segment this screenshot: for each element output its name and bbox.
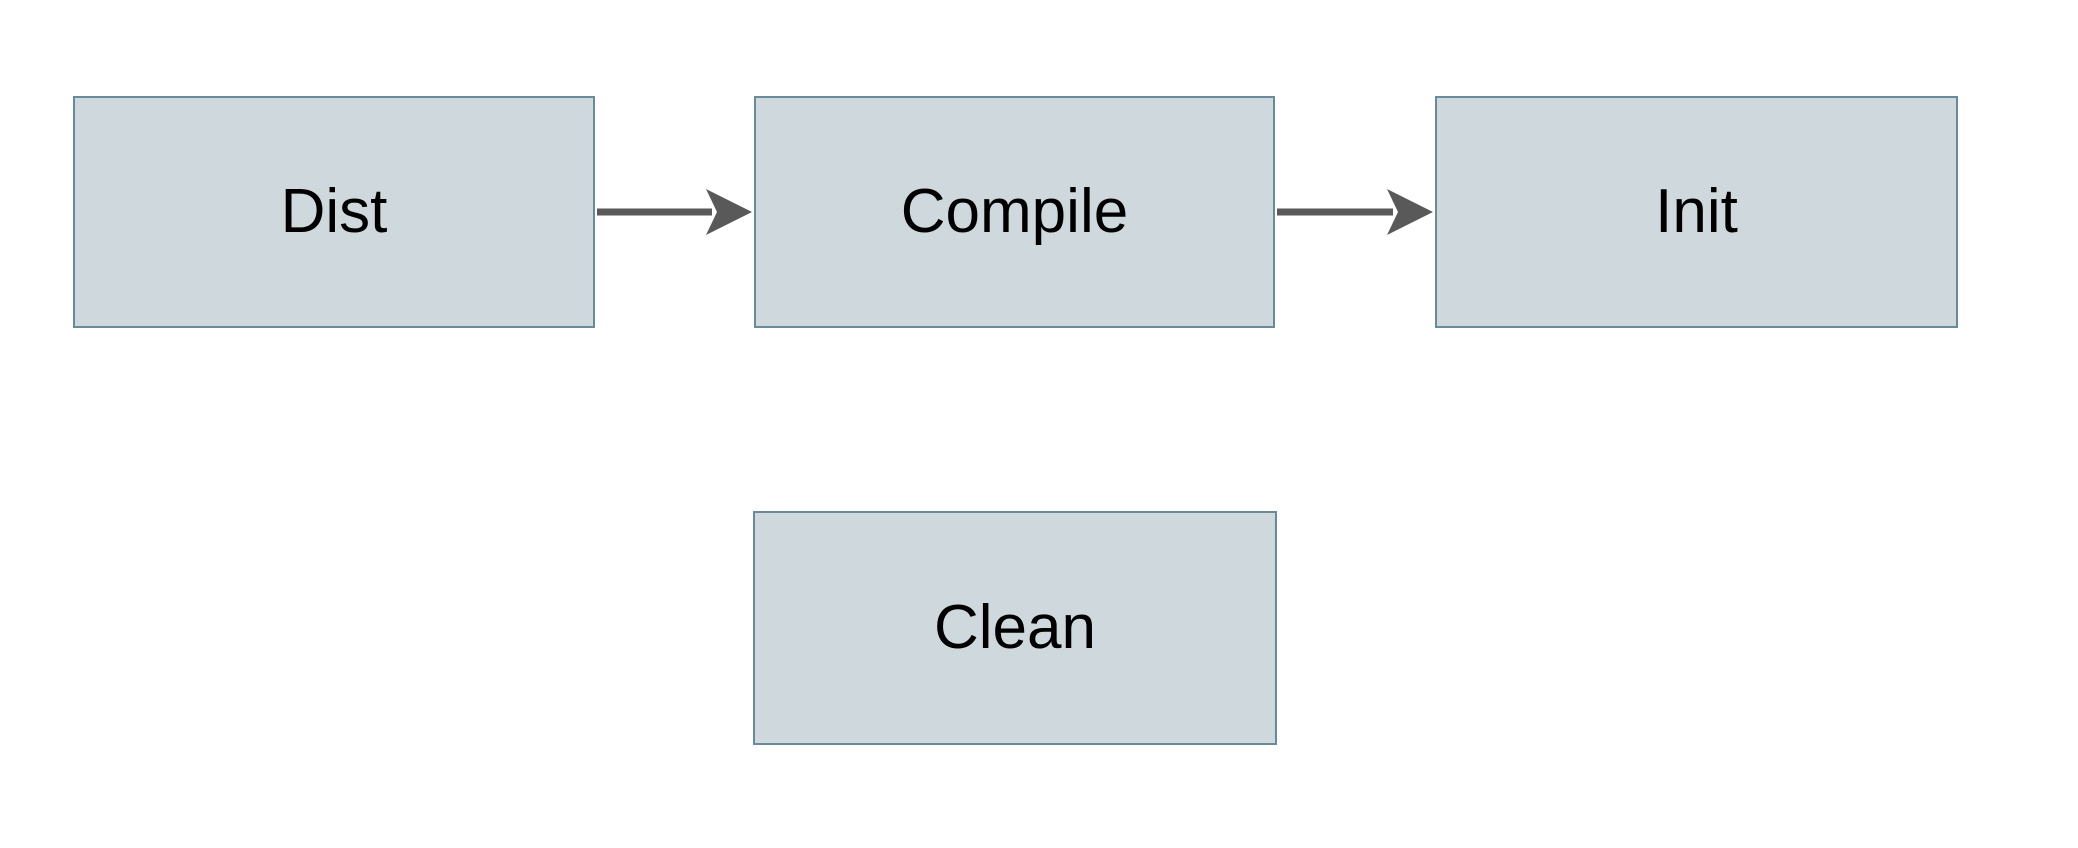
edge-dist-to-compile[interactable]	[597, 189, 752, 235]
edge-compile-to-init[interactable]	[1277, 189, 1433, 235]
node-dist[interactable]: Dist	[73, 96, 595, 328]
node-compile[interactable]: Compile	[754, 96, 1275, 328]
node-label-dist: Dist	[280, 177, 388, 246]
node-label-clean: Clean	[934, 593, 1096, 662]
node-clean[interactable]: Clean	[753, 511, 1277, 745]
node-init[interactable]: Init	[1435, 96, 1958, 328]
arrowhead-dist-to-compile	[706, 189, 752, 235]
arrowhead-compile-to-init	[1387, 189, 1433, 235]
node-label-init: Init	[1655, 177, 1738, 246]
node-label-compile: Compile	[900, 177, 1129, 246]
